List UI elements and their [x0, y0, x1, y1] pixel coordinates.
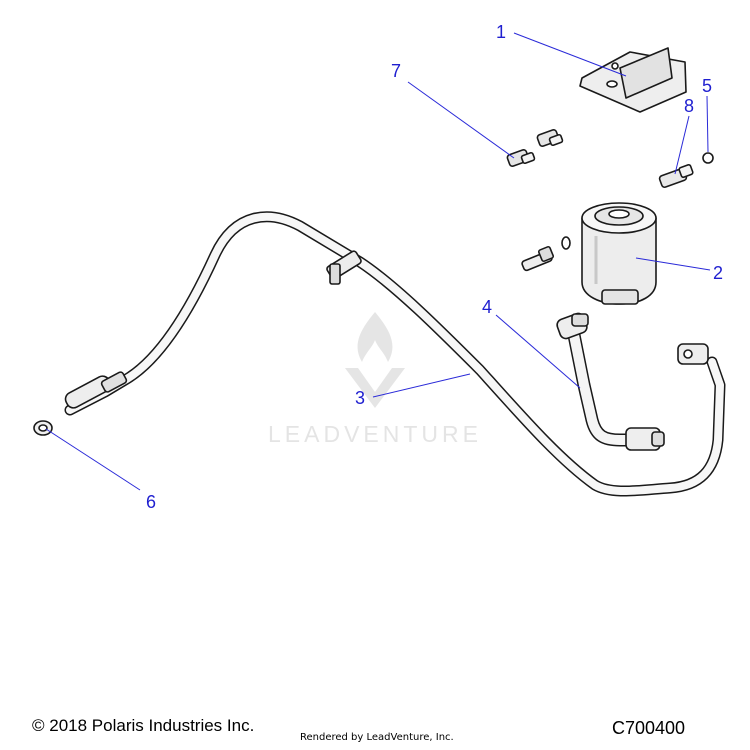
diagram-code: C700400 [612, 718, 686, 738]
part-4-hose [556, 312, 709, 451]
watermark: LEADVENTURE [268, 312, 482, 447]
callout-1[interactable]: 1 [496, 22, 506, 42]
callout-5[interactable]: 5 [702, 76, 712, 96]
part-2-fuel-filter [521, 202, 657, 305]
callout-7[interactable]: 7 [391, 61, 401, 81]
part-7-bolts [506, 128, 564, 168]
leader-line-5 [706, 95, 709, 153]
copyright-text: © 2018 Polaris Industries Inc. [32, 716, 255, 735]
leader-line-3 [372, 373, 471, 398]
callout-3[interactable]: 3 [355, 388, 365, 408]
leader-line-8 [674, 115, 690, 175]
watermark-text: LEADVENTURE [268, 421, 482, 447]
watermark-v-icon [345, 368, 405, 408]
part-6-clamp [33, 420, 53, 436]
leader-line-4 [495, 314, 581, 389]
callout-6[interactable]: 6 [146, 492, 156, 512]
part-3-fuel-line [64, 211, 726, 497]
leader-line-2 [635, 257, 711, 271]
watermark-flame-icon [357, 312, 393, 362]
part-8-fitting [658, 164, 694, 189]
leader-line-7 [407, 81, 515, 159]
leader-line-1 [513, 32, 627, 77]
callout-8[interactable]: 8 [684, 96, 694, 116]
part-5-washer [702, 152, 714, 164]
leader-line-6 [45, 428, 141, 491]
callout-4[interactable]: 4 [482, 297, 492, 317]
rendered-by-text: Rendered by LeadVenture, Inc. [300, 732, 454, 743]
part-1-bracket [579, 47, 687, 113]
callout-2[interactable]: 2 [713, 263, 723, 283]
